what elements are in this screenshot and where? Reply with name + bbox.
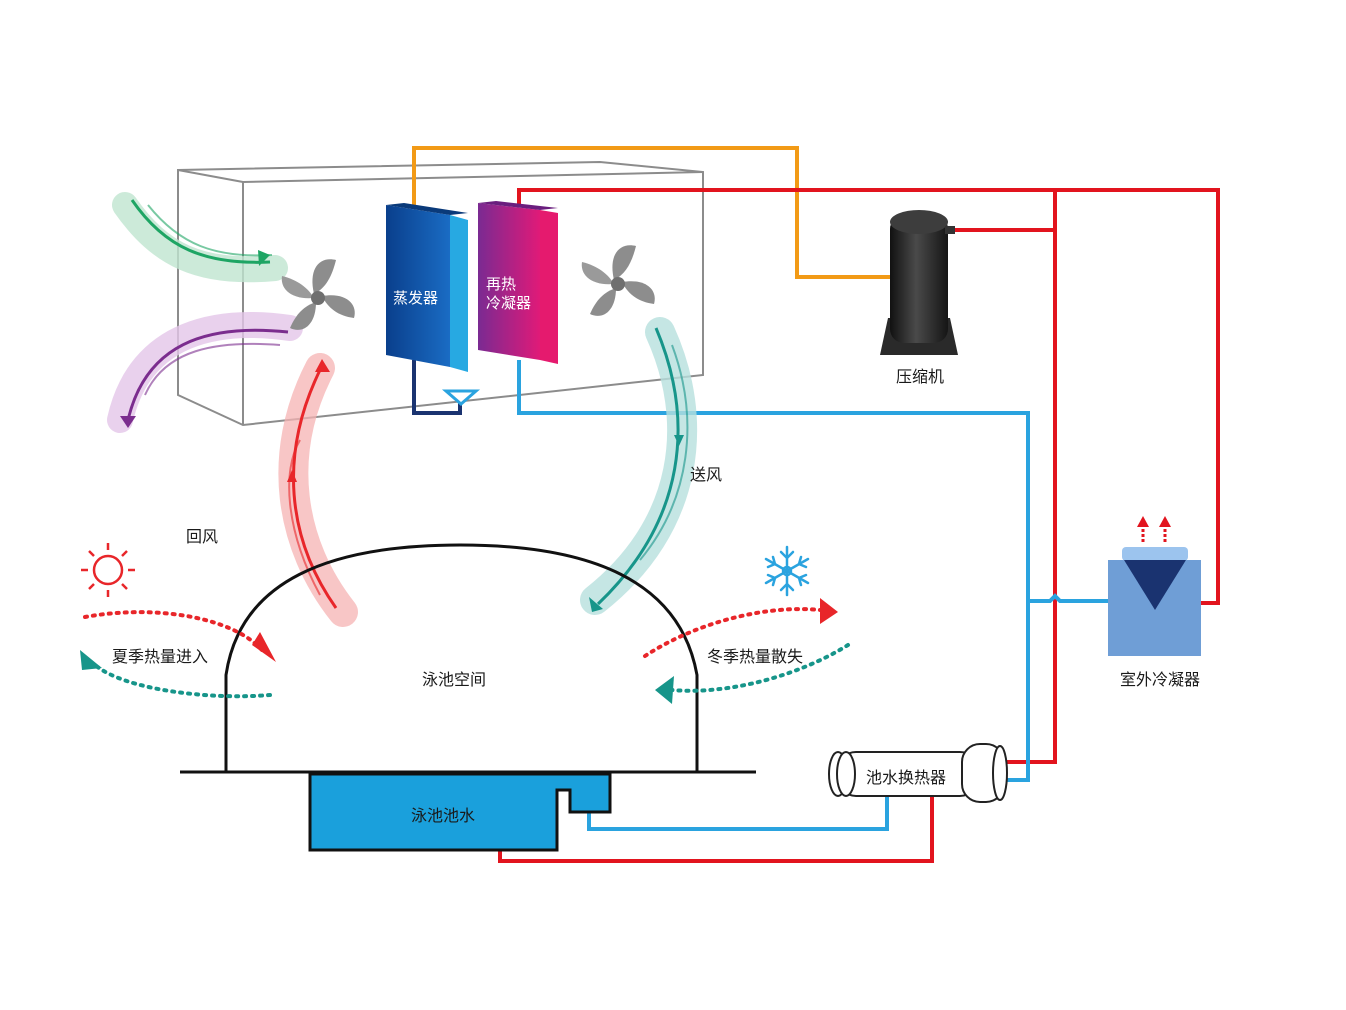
fresh-air-arrow — [112, 192, 288, 283]
summer-heat-return-arrow — [80, 650, 272, 699]
drain-pan-icon — [441, 389, 481, 406]
return-air-arrow — [278, 353, 358, 627]
heat-exchanger-label: 池水换热器 — [866, 768, 947, 787]
refrigerant-piping — [412, 146, 1220, 863]
supply-air-arrow — [580, 317, 698, 615]
compressor-label: 压缩机 — [896, 367, 945, 386]
outdoor-condenser — [1108, 547, 1201, 656]
evaporator-coil — [386, 203, 468, 372]
pool-water-heat-exchanger — [828, 743, 1008, 803]
pool-water-label: 泳池池水 — [411, 806, 476, 825]
air-handler-box — [177, 160, 704, 427]
supply-air-label: 送风 — [690, 465, 723, 484]
winter-heat-label: 冬季热量散失 — [707, 647, 804, 666]
sun-icon — [81, 543, 135, 597]
reheat-condenser-label-line1: 再热 — [486, 275, 517, 293]
summer-heat-arrow — [83, 610, 276, 662]
fan-icon — [281, 259, 355, 330]
pool-enclosure-dome — [180, 543, 756, 774]
evaporator-label: 蒸发器 — [393, 289, 439, 307]
fan-icon — [581, 245, 655, 316]
exhaust-air-arrow — [107, 312, 303, 433]
outdoor-condenser-label: 室外冷凝器 — [1120, 670, 1201, 689]
pool-water-tank — [308, 772, 612, 852]
snowflake-icon — [764, 545, 810, 597]
reheat-condenser-coil — [478, 201, 558, 364]
return-air-label: 回风 — [186, 527, 219, 546]
pool-space-label: 泳池空间 — [422, 670, 487, 689]
exhaust-arrow-icon — [1137, 516, 1171, 542]
compressor-icon — [880, 210, 958, 355]
summer-heat-label: 夏季热量进入 — [112, 647, 209, 666]
winter-heat-loss-arrow — [643, 598, 838, 658]
reheat-condenser-label-line2: 冷凝器 — [486, 294, 532, 312]
winter-heat-return-arrow — [655, 643, 850, 704]
